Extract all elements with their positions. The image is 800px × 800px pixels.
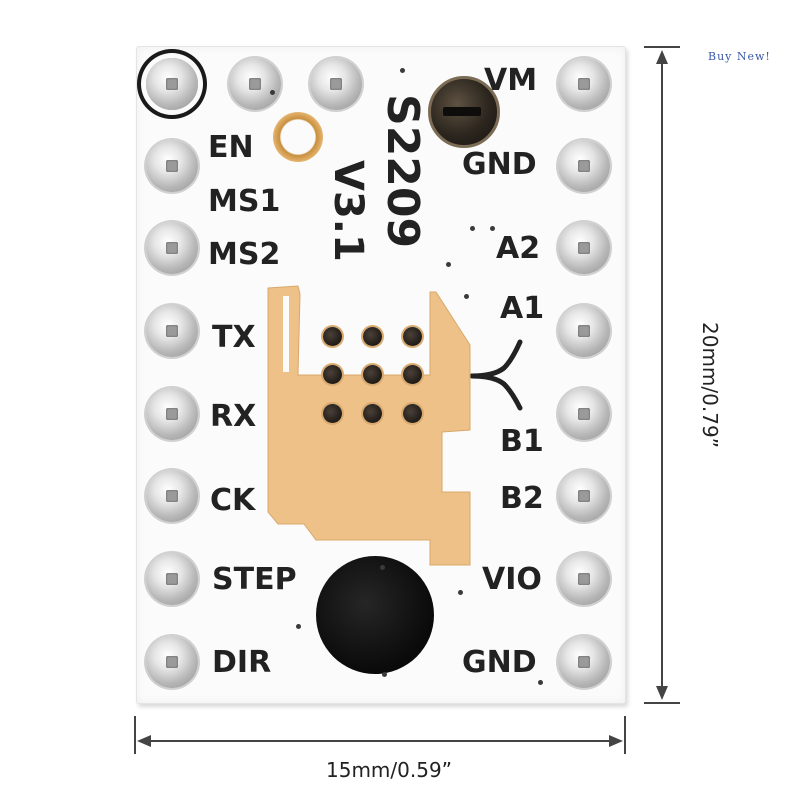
- pin-label-gnd2: GND: [462, 645, 537, 680]
- watermark-text: Buy New!: [708, 50, 771, 63]
- header-pin-left-step: [146, 553, 198, 605]
- header-pin-left-rx: [146, 388, 198, 440]
- pin-label-vio: VIO: [482, 562, 542, 597]
- small-via-dot: [446, 262, 451, 267]
- header-pin-right-vio: [558, 553, 610, 605]
- width-dimension-tick-right: [624, 716, 626, 754]
- header-pin-left-en: [146, 140, 198, 192]
- thermal-via-9: [403, 404, 422, 423]
- pin-label-en: EN: [208, 130, 254, 165]
- small-via-dot: [270, 90, 275, 95]
- small-via-dot: [458, 590, 463, 595]
- coil-fork-marking: [469, 339, 523, 411]
- header-pin-left-dir: [146, 636, 198, 688]
- height-dimension-label: 20mm/0.79”: [698, 322, 722, 449]
- small-via-dot: [490, 226, 495, 231]
- small-via-dot: [382, 672, 387, 677]
- pin-label-gnd: GND: [462, 147, 537, 182]
- thermal-via-8: [363, 404, 382, 423]
- thermal-via-2: [363, 327, 382, 346]
- height-dimension-tick-top: [644, 46, 680, 48]
- thermal-via-6: [403, 365, 422, 384]
- pin-label-ms1: MS1: [208, 184, 281, 219]
- pin-label-ck: CK: [210, 483, 256, 518]
- pin-label-a1: A1: [500, 291, 545, 326]
- thermal-via-1: [323, 327, 342, 346]
- header-pin-right-gnd: [558, 140, 610, 192]
- pin-label-step: STEP: [212, 562, 297, 597]
- black-epoxy-chip: [316, 556, 434, 674]
- header-pin-right-a1: [558, 305, 610, 357]
- small-via-dot: [464, 294, 469, 299]
- small-via-dot: [538, 680, 543, 685]
- width-dimension-label: 15mm/0.59”: [326, 758, 453, 782]
- height-dimension-line: [661, 58, 663, 692]
- width-dimension-tick-left: [134, 716, 136, 754]
- header-pin-right-b2: [558, 470, 610, 522]
- thermal-via-7: [323, 404, 342, 423]
- header-pin-top-2: [229, 58, 281, 110]
- header-pin-left-ms2: [146, 222, 198, 274]
- pin-label-a2: A2: [496, 231, 541, 266]
- width-arrow-heads: [137, 735, 623, 747]
- header-pin-top-left-1: [146, 58, 198, 110]
- pin-label-ms2: MS2: [208, 237, 281, 272]
- gold-via-ring: [273, 112, 323, 162]
- header-pin-right-b1: [558, 388, 610, 440]
- pin-label-dir: DIR: [212, 645, 272, 680]
- width-dimension-line: [146, 740, 614, 742]
- header-pin-right-vm: [558, 58, 610, 110]
- pin-label-b1: B1: [500, 424, 544, 459]
- small-via-dot: [470, 226, 475, 231]
- trimmer-potentiometer: [428, 76, 500, 148]
- thermal-via-4: [323, 365, 342, 384]
- pin-label-rx: RX: [210, 399, 257, 434]
- thermal-via-5: [363, 365, 382, 384]
- header-pin-top-3: [310, 58, 362, 110]
- height-dimension-tick-bottom: [644, 702, 680, 704]
- pin-label-tx: TX: [212, 320, 256, 355]
- pin-label-b2: B2: [500, 481, 544, 516]
- small-via-dot: [400, 68, 405, 73]
- header-pin-right-a2: [558, 222, 610, 274]
- header-pin-left-tx: [146, 305, 198, 357]
- height-arrow-heads: [656, 50, 668, 700]
- thermal-via-3: [403, 327, 422, 346]
- header-pin-right-gnd2: [558, 636, 610, 688]
- header-pin-left-ck: [146, 470, 198, 522]
- small-via-dot: [380, 565, 385, 570]
- small-via-dot: [296, 624, 301, 629]
